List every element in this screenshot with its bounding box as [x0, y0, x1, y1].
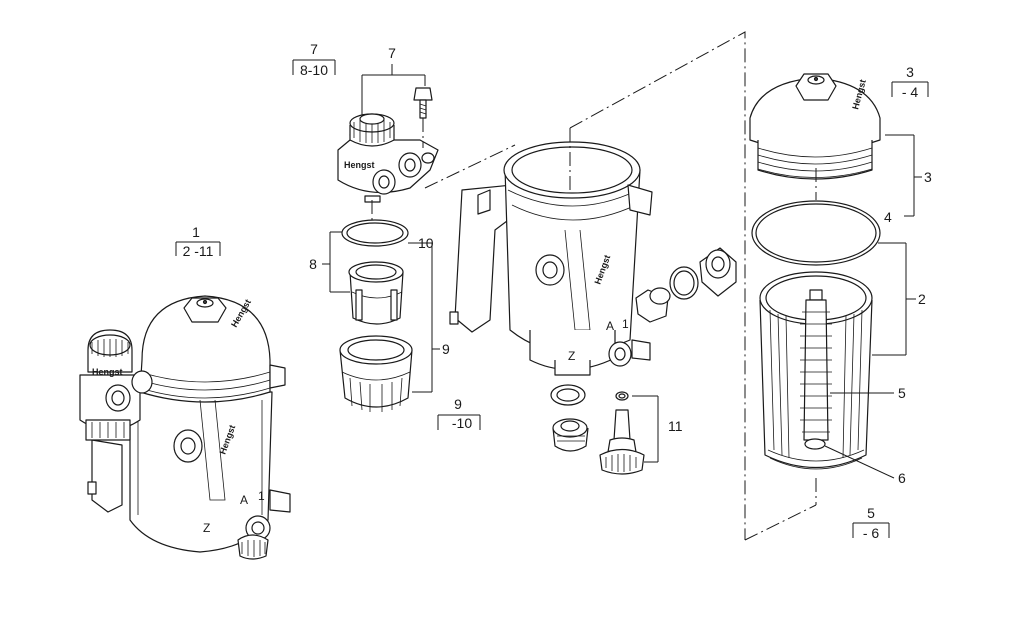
label-9: 9 [432, 341, 450, 357]
fitting-o-ring [669, 266, 699, 300]
label-2: 2 [872, 242, 926, 356]
small-seal-ring [615, 391, 629, 401]
port-z-label: Z [203, 521, 210, 535]
callout-1: 1 2 -11 [175, 224, 221, 259]
brand-mark-valve-head: Hengst [344, 160, 375, 170]
drain-ring [550, 384, 586, 406]
drain-screw [599, 409, 645, 475]
callout-1-number: 1 [192, 224, 200, 240]
port-1-label: 1 [258, 489, 265, 503]
callout-7-range: 7 8-10 [292, 41, 336, 78]
label-3-text: 3 [924, 169, 932, 185]
label-3: 3 [885, 134, 932, 217]
valve-head: Hengst [337, 87, 439, 225]
callout-7-number: 7 [310, 41, 318, 57]
callout-9-number: 9 [454, 396, 462, 412]
callout-3-range: - 4 [902, 84, 919, 100]
callout-5-number: 5 [867, 505, 875, 521]
check-valve-fitting [635, 287, 671, 323]
port-a-label: A [240, 493, 248, 507]
callout-7-range-text: 8-10 [300, 62, 328, 78]
label-7-text: 7 [388, 45, 396, 61]
label-8: 8 [309, 231, 350, 293]
drain-plug [552, 418, 589, 452]
callout-5: 5 - 6 [852, 505, 890, 541]
callout-1-range: 2 -11 [183, 243, 214, 259]
callout-9: 9 -10 [437, 396, 481, 431]
label-11: 11 [632, 395, 683, 463]
label-4: 4 [884, 209, 892, 225]
threaded-plug [699, 247, 737, 297]
assembled-filter-housing: Hengst Hengst Hengst Z A 1 [79, 295, 291, 560]
label-9-text: 9 [442, 341, 450, 357]
brand-mark-valve: Hengst [92, 367, 123, 377]
callout-9-range: -10 [452, 415, 472, 431]
label-5: 5 [830, 385, 906, 401]
label-11-text: 11 [668, 418, 683, 434]
housing-port-a-label: A [606, 319, 614, 333]
cap-o-ring [751, 200, 881, 266]
label-6: 6 [824, 445, 906, 486]
housing-port-1-label: 1 [622, 317, 629, 331]
strainer-sieve [348, 261, 404, 325]
o-ring-seal [341, 219, 409, 247]
housing-cap: Hengst [749, 73, 881, 180]
label-8-text: 8 [309, 256, 317, 272]
filter-housing-body: Hengst Z A 1 [449, 141, 653, 376]
label-5-text: 5 [898, 385, 906, 401]
filter-element [759, 168, 873, 505]
label-6-text: 6 [898, 470, 906, 486]
label-10: 10 [408, 235, 434, 393]
label-7: 7 [361, 45, 426, 115]
filter-cup [339, 335, 413, 412]
callout-3: 3 - 4 [891, 64, 929, 100]
callout-5-range: - 6 [863, 525, 880, 541]
callout-3-number: 3 [906, 64, 914, 80]
label-4-text: 4 [884, 209, 892, 225]
label-2-text: 2 [918, 291, 926, 307]
housing-port-z-label: Z [568, 349, 575, 363]
